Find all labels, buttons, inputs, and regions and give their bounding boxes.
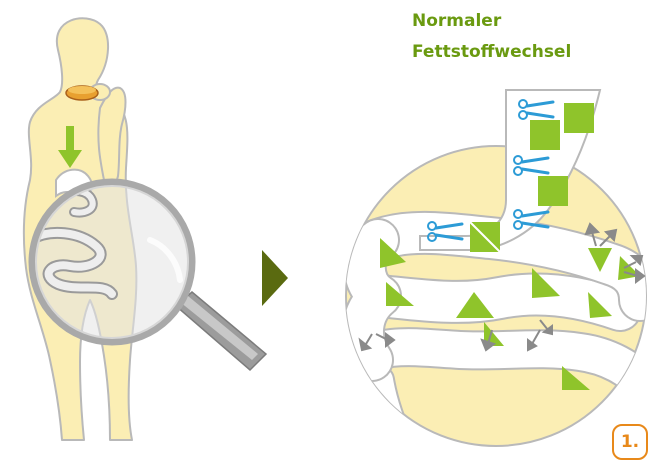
- next-arrow-icon: [262, 250, 288, 306]
- diagram-title: Normaler Fettstoffwechsel: [412, 6, 642, 68]
- fat-square-icon: [530, 120, 560, 150]
- zoom-circle: [346, 90, 646, 446]
- title-line-2: Fettstoffwechsel: [412, 37, 642, 68]
- fat-square-icon: [564, 103, 594, 133]
- step-number-badge: 1.: [612, 424, 648, 460]
- food-bite-icon: [66, 86, 98, 100]
- title-line-1: Normaler: [412, 6, 642, 37]
- fat-square-icon: [538, 176, 568, 206]
